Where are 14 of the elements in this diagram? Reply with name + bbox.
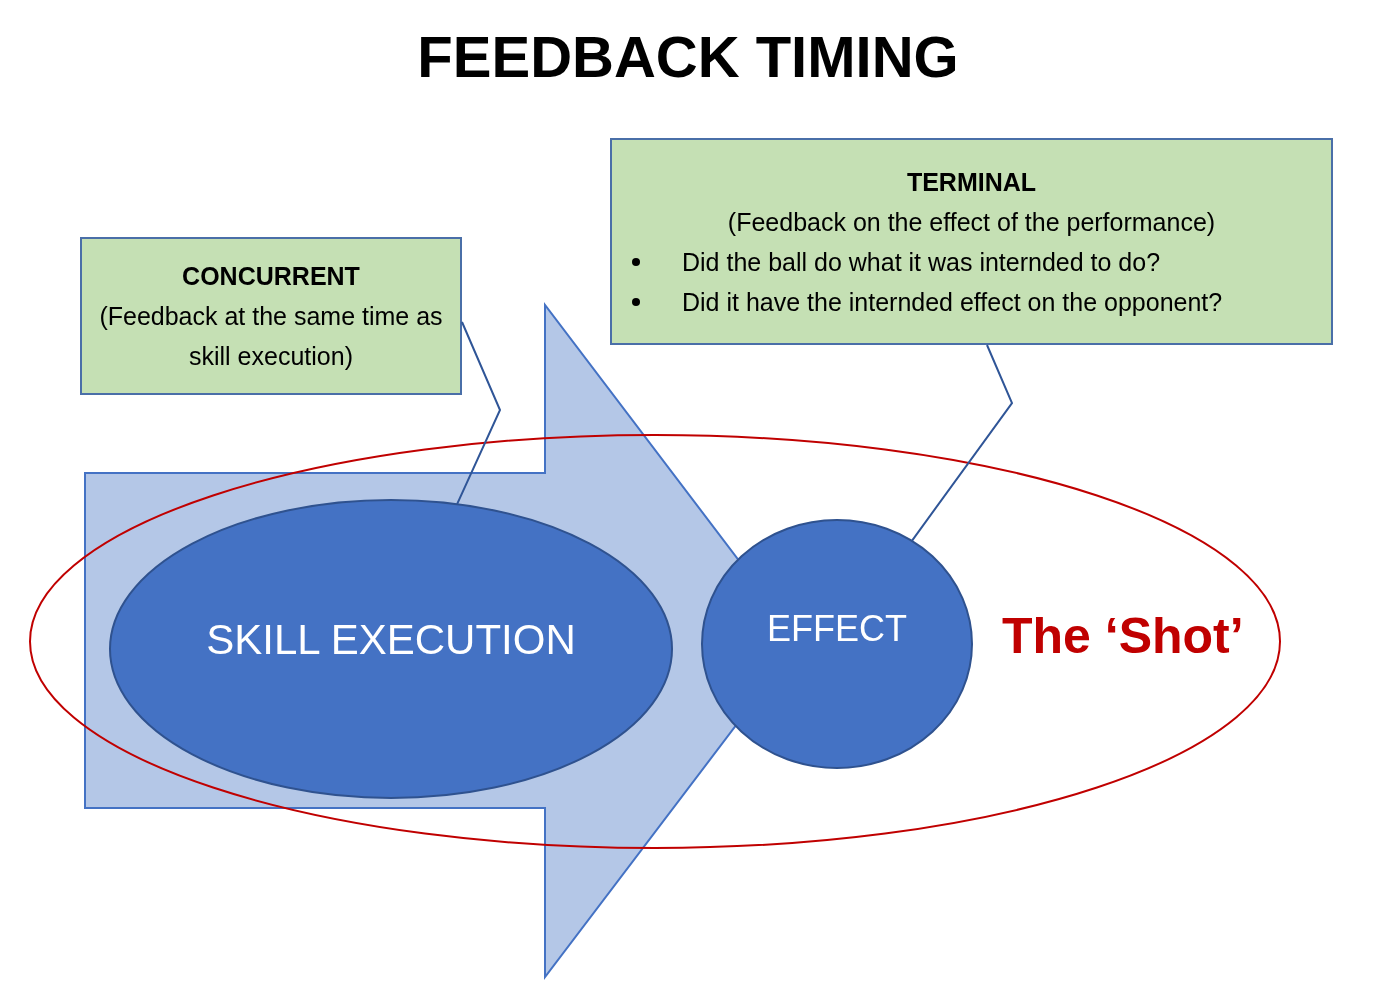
callout-box — [610, 138, 1333, 345]
ellipse-text: EFFECT — [767, 607, 907, 651]
ellipse-text: SKILL EXECUTION — [206, 614, 576, 665]
ellipse-label: The ‘Shot’ — [1002, 607, 1244, 665]
callout-box — [80, 237, 462, 395]
leader-line — [910, 344, 1014, 542]
callout-text: (Feedback on the effect of the performance) — [727, 206, 1216, 238]
leader-line — [456, 321, 502, 506]
diagram-title: FEEDBACK TIMING — [416, 23, 960, 91]
bullet-text: Did the ball do what it was internded to do? — [682, 246, 1161, 278]
bullet-text: Did it have the internded effect on the opponent? — [682, 286, 1223, 318]
callout-heading: TERMINAL — [906, 166, 1037, 198]
callout-heading: CONCURRENT — [182, 261, 360, 292]
callout-text: (Feedback at the same time as skill execution) — [98, 301, 444, 372]
